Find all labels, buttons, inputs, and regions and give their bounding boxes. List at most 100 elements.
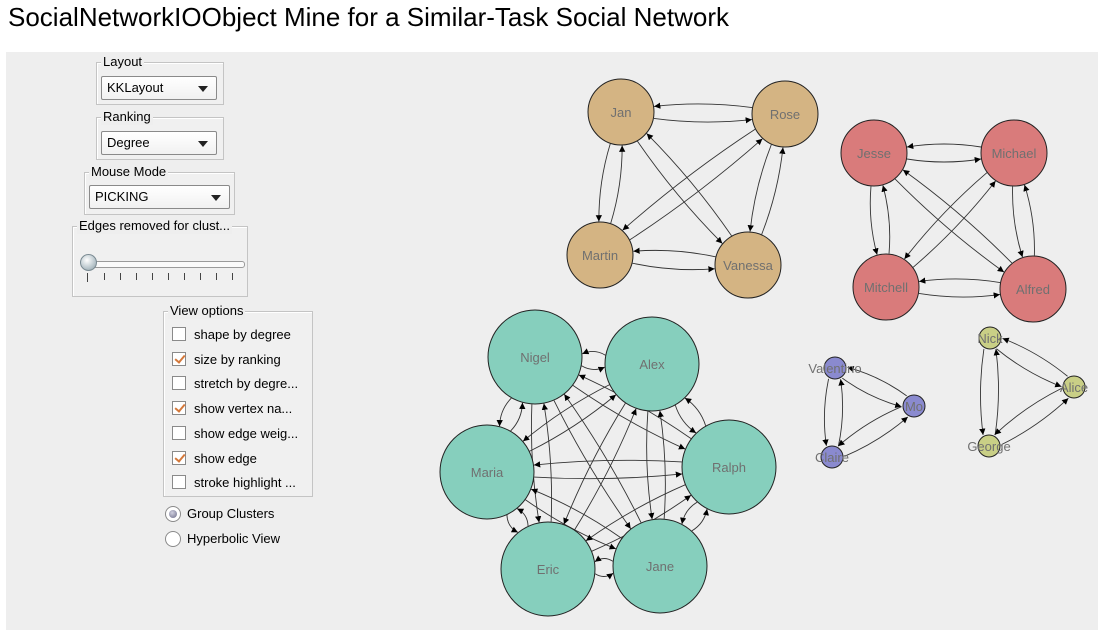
mouse-mode-select[interactable]: PICKING — [89, 185, 230, 209]
node-circle[interactable] — [612, 518, 708, 614]
edge[interactable] — [633, 247, 716, 258]
node-circle[interactable] — [714, 231, 782, 299]
edge[interactable] — [581, 365, 605, 373]
radio-button[interactable] — [165, 506, 181, 522]
ranking-select[interactable]: Degree — [101, 131, 217, 155]
edge[interactable] — [747, 144, 772, 232]
node-circle[interactable] — [587, 78, 655, 146]
graph-node[interactable]: Valentino — [808, 356, 862, 380]
edge[interactable] — [632, 262, 715, 273]
graph-node[interactable]: Jesse — [840, 119, 908, 187]
graph-node[interactable]: Alex — [604, 316, 700, 412]
graph-node[interactable]: Ralph — [681, 419, 777, 515]
node-circle[interactable] — [999, 255, 1067, 323]
graph-node[interactable]: Rose — [751, 80, 819, 148]
edge[interactable] — [837, 379, 845, 447]
edge[interactable] — [534, 471, 683, 480]
edge[interactable] — [994, 387, 1062, 436]
edge[interactable] — [563, 402, 626, 525]
edge[interactable] — [541, 403, 553, 522]
graph-node[interactable]: Maria — [439, 424, 535, 520]
graph-node[interactable]: George — [967, 434, 1011, 458]
edge[interactable] — [912, 180, 996, 268]
graph-node[interactable]: Martin — [566, 221, 634, 289]
edge[interactable] — [529, 394, 617, 452]
node-circle[interactable] — [820, 445, 844, 469]
node-circle[interactable] — [823, 356, 847, 380]
edges-removed-slider-track[interactable] — [83, 261, 245, 268]
edge[interactable] — [761, 147, 786, 235]
edge[interactable] — [563, 393, 642, 523]
node-circle[interactable] — [566, 221, 634, 289]
edge[interactable] — [1002, 337, 1068, 377]
node-circle[interactable] — [439, 424, 535, 520]
edge[interactable] — [629, 138, 763, 241]
edge[interactable] — [996, 348, 1062, 388]
edge[interactable] — [979, 348, 986, 436]
node-circle[interactable] — [840, 119, 908, 187]
edge[interactable] — [533, 459, 682, 468]
edge[interactable] — [844, 416, 909, 457]
graph-node[interactable]: Mo — [902, 394, 926, 418]
edge[interactable] — [674, 405, 697, 434]
edge[interactable] — [869, 186, 879, 255]
edge[interactable] — [574, 408, 637, 531]
edge[interactable] — [904, 172, 988, 260]
node-circle[interactable] — [751, 80, 819, 148]
edge[interactable] — [1001, 397, 1069, 446]
edge[interactable] — [847, 365, 907, 397]
edge[interactable] — [842, 377, 902, 409]
graph-node[interactable]: Jane — [612, 518, 708, 614]
radio-button[interactable] — [165, 531, 181, 547]
edge[interactable] — [516, 508, 529, 527]
edge[interactable] — [657, 410, 666, 519]
layout-select[interactable]: KKLayout — [101, 76, 217, 100]
graph-node[interactable]: Nick — [977, 326, 1003, 350]
graph-node[interactable]: Nigel — [487, 309, 583, 405]
radio-group-clusters[interactable]: Group Clusters — [165, 505, 305, 525]
edge[interactable] — [510, 402, 526, 432]
node-circle[interactable] — [852, 253, 920, 321]
graph-node[interactable]: Michael — [980, 119, 1048, 187]
edge[interactable] — [822, 378, 830, 446]
edge[interactable] — [610, 145, 626, 224]
checkbox-box[interactable] — [172, 376, 186, 390]
graph-node[interactable]: Alice — [1060, 375, 1088, 399]
checkbox-box[interactable] — [172, 352, 186, 366]
edge[interactable] — [522, 384, 610, 442]
edges-removed-slider-thumb[interactable] — [80, 254, 97, 271]
edge[interactable] — [680, 501, 698, 525]
edge[interactable] — [646, 133, 732, 237]
edge[interactable] — [530, 488, 622, 539]
edge[interactable] — [881, 185, 891, 254]
edge[interactable] — [919, 277, 1001, 284]
edge[interactable] — [496, 397, 512, 427]
edge[interactable] — [594, 572, 614, 580]
node-circle[interactable] — [980, 119, 1048, 187]
edge[interactable] — [572, 385, 686, 450]
edge[interactable] — [1012, 186, 1024, 258]
edge[interactable] — [637, 140, 723, 244]
checkbox-box[interactable] — [172, 475, 186, 489]
graph-node[interactable]: Mitchell — [852, 253, 920, 321]
edge[interactable] — [595, 143, 611, 222]
checkbox-box[interactable] — [172, 327, 186, 341]
node-circle[interactable] — [977, 434, 1001, 458]
edge[interactable] — [906, 142, 982, 150]
graph-node[interactable]: Claire — [815, 445, 849, 469]
node-circle[interactable] — [902, 394, 926, 418]
edge[interactable] — [902, 169, 1013, 264]
edge[interactable] — [684, 397, 707, 426]
edge[interactable] — [1023, 184, 1035, 256]
node-circle[interactable] — [681, 419, 777, 515]
edge[interactable] — [993, 348, 1000, 436]
edge[interactable] — [582, 348, 606, 356]
graph-node[interactable]: Jan — [587, 78, 655, 146]
edge[interactable] — [653, 117, 752, 124]
edge[interactable] — [646, 411, 655, 520]
checkbox-box[interactable] — [172, 451, 186, 465]
edge[interactable] — [894, 178, 1005, 273]
graph-node[interactable]: Vanessa — [714, 231, 782, 299]
edge[interactable] — [837, 406, 902, 447]
